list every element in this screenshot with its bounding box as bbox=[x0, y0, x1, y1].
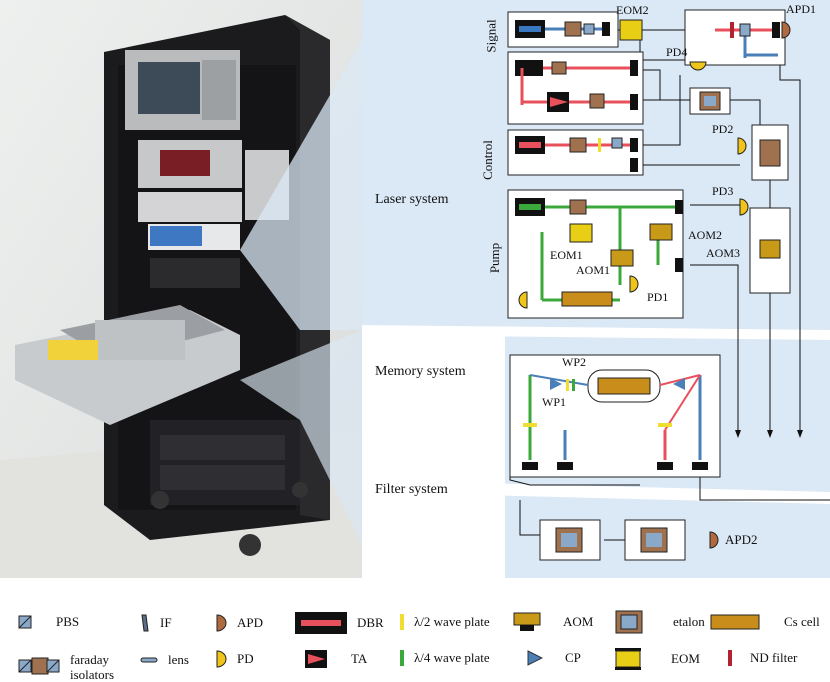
legend-item-ta: TA bbox=[305, 650, 367, 668]
half-wave-plate-icon bbox=[400, 614, 404, 630]
aom1-label: AOM1 bbox=[576, 263, 611, 277]
pbs-icon bbox=[18, 615, 32, 629]
etalon-icon bbox=[615, 610, 643, 634]
eom2-label: EOM2 bbox=[616, 3, 649, 17]
wp1-label: WP1 bbox=[542, 395, 566, 409]
legend-item-pbs: PBS bbox=[18, 614, 79, 630]
legend-item-eom: EOM bbox=[615, 648, 700, 670]
pd4-label: PD4 bbox=[666, 45, 688, 59]
legend-item-cp: CP bbox=[527, 650, 581, 666]
legend-label: PBS bbox=[56, 614, 80, 629]
legend-item-apd: APD bbox=[215, 614, 263, 632]
legend-item-if: IF bbox=[140, 614, 172, 632]
legend-item-lens: lens bbox=[140, 652, 189, 668]
legend-label: CP bbox=[565, 650, 581, 665]
pump-module-label: Pump bbox=[487, 242, 503, 274]
pd3-label: PD3 bbox=[712, 184, 734, 198]
wp2-label: WP2 bbox=[562, 355, 586, 369]
control-module-label: Control bbox=[479, 140, 495, 180]
legend-item-nd-filter: ND filter bbox=[728, 650, 797, 666]
legend-item-pd: PD bbox=[215, 650, 254, 668]
legend: PBS IF APD DBR λ/2 wave plate AOM etalon… bbox=[0, 592, 830, 682]
filter-system-label: Filter system bbox=[375, 482, 448, 497]
ta-icon bbox=[305, 650, 327, 668]
legend-label: Cs cell bbox=[784, 614, 820, 629]
setup-diagram bbox=[240, 0, 830, 578]
eom1-label: EOM1 bbox=[550, 248, 583, 262]
legend-label: lens bbox=[168, 652, 189, 667]
pd2-label: PD2 bbox=[712, 122, 734, 136]
legend-label: TA bbox=[351, 651, 368, 666]
legend-label: DBR bbox=[357, 615, 384, 630]
legend-item-dbr: DBR bbox=[295, 612, 384, 634]
legend-label: λ/2 wave plate bbox=[414, 614, 490, 629]
legend-label: faraday isolators bbox=[70, 652, 115, 682]
legend-label: etalon bbox=[673, 614, 705, 629]
filter-etalon-box-2 bbox=[624, 519, 686, 561]
laser-system-label: Laser system bbox=[375, 192, 449, 207]
pd-icon bbox=[216, 650, 227, 668]
nd-filter-icon bbox=[728, 650, 732, 666]
legend-label: AOM bbox=[563, 614, 594, 629]
apd1-label: APD1 bbox=[786, 2, 817, 16]
cs-cell-icon bbox=[710, 614, 760, 630]
aom2-label: AOM2 bbox=[688, 228, 723, 242]
legend-item-aom: AOM bbox=[513, 612, 593, 632]
dbr-icon bbox=[295, 612, 347, 634]
legend-label: λ/4 wave plate bbox=[414, 650, 490, 665]
legend-label: EOM bbox=[671, 651, 700, 666]
signal-module-label: Signal bbox=[483, 19, 499, 53]
memory-system-label: Memory system bbox=[375, 364, 466, 379]
filter-etalon-box-1 bbox=[539, 519, 601, 561]
legend-label: PD bbox=[237, 651, 254, 666]
legend-label: ND filter bbox=[750, 650, 798, 665]
lens-icon bbox=[140, 657, 158, 663]
aom-icon bbox=[513, 612, 541, 631]
aom3-label: AOM3 bbox=[706, 246, 741, 260]
legend-label: APD bbox=[237, 615, 264, 630]
legend-item-half-wave-plate: λ/2 wave plate bbox=[400, 614, 490, 630]
legend-item-etalon: etalon bbox=[615, 610, 705, 634]
rack-photo bbox=[0, 0, 362, 578]
legend-item-faraday-isolator: faraday isolators bbox=[18, 650, 130, 682]
if-icon bbox=[141, 614, 149, 632]
legend-label: IF bbox=[160, 615, 172, 630]
apd-icon bbox=[216, 614, 227, 632]
faraday-isolator-icon bbox=[18, 657, 60, 675]
cp-icon bbox=[527, 650, 543, 666]
legend-item-cs-cell: Cs cell bbox=[710, 614, 820, 630]
apd2-label: APD2 bbox=[725, 532, 758, 547]
eom-icon bbox=[615, 648, 641, 670]
legend-item-quarter-wave-plate: λ/4 wave plate bbox=[400, 650, 490, 666]
pd1-label: PD1 bbox=[647, 290, 669, 304]
quarter-wave-plate-icon bbox=[400, 650, 404, 666]
